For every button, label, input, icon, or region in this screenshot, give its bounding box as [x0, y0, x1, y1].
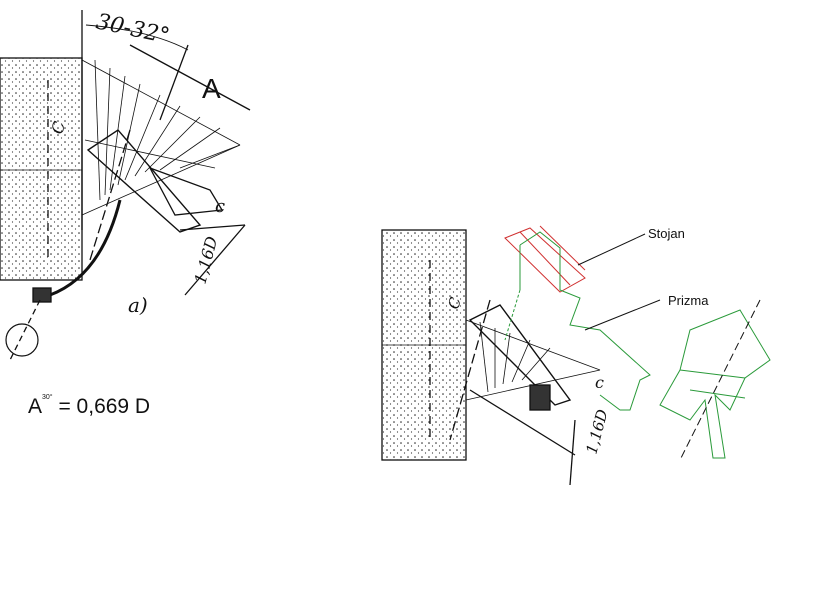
subfigure-label: a)	[128, 293, 148, 317]
tooth-prism	[86, 129, 202, 233]
formula-symbol: A	[28, 395, 43, 418]
grinding-wheel	[0, 57, 83, 281]
prism-outline	[504, 231, 771, 459]
dimension-116d: 1,16D	[582, 407, 611, 456]
rotation-symbol	[5, 323, 39, 357]
stand-leader	[577, 233, 646, 266]
tooth-prism	[468, 304, 572, 406]
prism-axis	[679, 299, 761, 461]
prism-leader	[584, 299, 661, 331]
stand-label: Stojan	[648, 226, 685, 241]
dimension-a-label: A	[202, 73, 221, 104]
label-c: c	[215, 196, 225, 217]
cutter-cone	[81, 59, 241, 216]
left-figure	[0, 10, 251, 361]
prism-label: Prizma	[668, 293, 709, 308]
point-c-label: C	[444, 295, 464, 311]
right-figure	[381, 229, 601, 486]
prism-detail	[659, 309, 771, 459]
dimension-116d: 1,16D	[191, 234, 222, 286]
formula-value: = 0,669 D	[58, 395, 151, 418]
point-c-label: C	[48, 119, 70, 136]
stand-outline	[504, 225, 586, 293]
formula-superscript: 30°	[42, 394, 53, 401]
label-c: c	[595, 373, 604, 392]
formula: A30° = 0,669 D	[28, 394, 150, 419]
holder-arm	[49, 199, 122, 297]
angle-label: 30-32°	[94, 9, 172, 49]
